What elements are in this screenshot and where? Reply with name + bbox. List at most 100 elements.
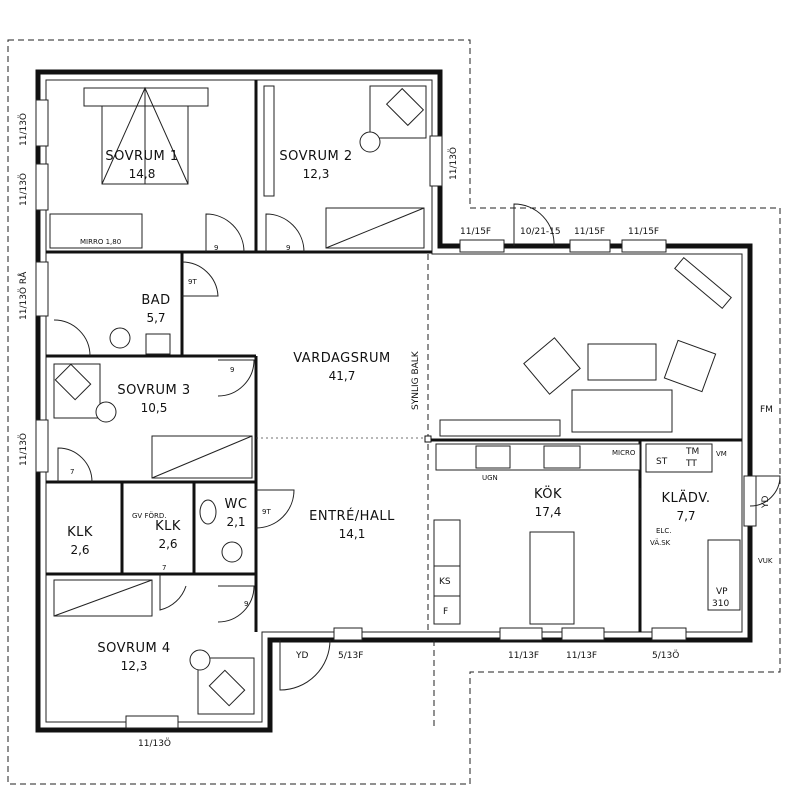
door-s3-closet xyxy=(57,447,93,483)
label-door-wc: 9T xyxy=(262,508,271,516)
sink-bad xyxy=(145,333,171,355)
room-name-klk2: KLK xyxy=(155,519,181,534)
laptop-s3 xyxy=(54,363,92,401)
label-st: ST xyxy=(656,457,668,467)
shelf-s2 xyxy=(263,85,275,197)
window-left-3 xyxy=(35,261,49,317)
wlabel-left-3: 11/13Ö RÅ xyxy=(17,271,29,320)
label-ks: KS xyxy=(439,577,451,587)
coffee-table xyxy=(587,343,657,381)
window-bot-3 xyxy=(651,627,687,641)
shower-bad xyxy=(53,319,91,357)
wlabel-top-2: 10/21-15 xyxy=(520,227,561,237)
sink-wc xyxy=(199,499,217,525)
label-door-s1: 9 xyxy=(214,244,218,252)
window-top-3 xyxy=(569,239,611,253)
room-area-sovrum4: 12,3 xyxy=(121,659,148,673)
label-tm: TM xyxy=(685,447,699,457)
room-area-sovrum2: 12,3 xyxy=(303,167,330,181)
label-yd-right: YD xyxy=(761,496,771,509)
room-name-klk1: KLK xyxy=(67,525,93,540)
pantry xyxy=(433,519,461,567)
wlabel-left-1: 11/13Ö xyxy=(18,113,29,146)
door-kladv xyxy=(749,475,781,507)
chair-s4 xyxy=(189,649,211,671)
room-area-sovrum1: 14,8 xyxy=(129,167,156,181)
armchair-2 xyxy=(663,339,717,393)
exterior-wall xyxy=(35,69,753,733)
room-name-bad: BAD xyxy=(141,293,170,308)
wlabel-bot-s4: 11/13Ö xyxy=(138,738,171,749)
window-bot-2 xyxy=(561,627,605,641)
armchair-1 xyxy=(523,337,581,395)
label-synlig-balk: SYNLIG BALK xyxy=(411,350,421,410)
label-vask: VÄ.SK xyxy=(650,538,671,547)
label-fm: FM xyxy=(760,405,773,415)
label-door-s3-closet: 7 xyxy=(70,468,74,476)
label-ugn: UGN xyxy=(482,474,498,482)
vp-unit xyxy=(707,539,741,611)
room-name-sovrum3: SOVRUM 3 xyxy=(117,383,190,398)
wlabel-left-4: 11/13Ö xyxy=(18,433,29,466)
bed-s4-diag xyxy=(53,579,153,617)
bed-s2-diag xyxy=(325,207,425,249)
label-door-s4: 9 xyxy=(244,600,248,608)
mirror-wardrobe xyxy=(49,213,143,249)
bed-s3-diag xyxy=(151,435,253,479)
label-vuk: VUK xyxy=(758,557,773,565)
wlabel-top-3: 11/15F xyxy=(574,227,605,237)
stove xyxy=(475,445,511,469)
wlabel-top-1: 11/15F xyxy=(460,227,491,237)
room-area-kladv: 7,7 xyxy=(676,509,695,523)
room-area-vardagsrum: 41,7 xyxy=(329,369,356,383)
room-name-kok: KÖK xyxy=(534,485,562,502)
label-vp-num: 310 xyxy=(712,599,729,609)
label-f: F xyxy=(443,607,448,617)
room-name-wc: WC xyxy=(225,497,248,512)
toilet-wc xyxy=(221,541,243,563)
room-name-sovrum4: SOVRUM 4 xyxy=(97,641,170,656)
window-top-1 xyxy=(459,239,505,253)
wlabel-bot-k3: 5/13Ö xyxy=(652,650,679,661)
wlabel-bot-door: 5/13F xyxy=(338,651,363,661)
label-elc: ELC. xyxy=(656,527,671,535)
window-right-yd xyxy=(743,475,757,527)
door-bad xyxy=(181,261,219,297)
chair-s3 xyxy=(95,401,117,423)
window-left-4 xyxy=(35,419,49,473)
window-entry-side xyxy=(333,627,363,641)
door-klk xyxy=(159,574,187,611)
sink-kok xyxy=(543,445,581,469)
wlabel-bot-k1: 11/13F xyxy=(508,651,539,661)
laundry-unit xyxy=(645,443,713,473)
dining-table xyxy=(529,531,575,625)
label-tt: TT xyxy=(685,459,697,469)
door-wc xyxy=(255,489,295,529)
label-vm: VM xyxy=(716,450,727,458)
window-left-1 xyxy=(35,99,49,147)
label-gv-ford: GV FÖRD. xyxy=(132,511,166,520)
label-door-s3: 9 xyxy=(230,366,234,374)
wlabel-bot-k2: 11/13F xyxy=(566,651,597,661)
bedcover-s1 xyxy=(101,86,189,185)
roof-outline xyxy=(7,39,781,785)
wlabel-s2: 11/13Ö xyxy=(448,147,459,180)
room-area-bad: 5,7 xyxy=(146,311,165,325)
window-bot-1 xyxy=(499,627,543,641)
room-area-entre: 14,1 xyxy=(339,527,366,541)
tv-bench xyxy=(674,257,732,309)
sofa xyxy=(571,389,673,433)
room-area-sovrum3: 10,5 xyxy=(141,401,168,415)
chair-s2 xyxy=(359,131,381,153)
label-door-klk: 7 xyxy=(162,564,166,572)
room-area-klk1: 2,6 xyxy=(70,543,89,557)
pillow-s1 xyxy=(83,87,209,107)
window-s2 xyxy=(429,135,443,187)
room-area-kok: 17,4 xyxy=(535,505,562,519)
kitchen-f xyxy=(433,595,461,625)
room-area-klk2: 2,6 xyxy=(158,537,177,551)
label-door-s2: 9 xyxy=(286,244,290,252)
room-name-kladv: KLÄDV. xyxy=(661,490,710,506)
window-bot-s4 xyxy=(125,715,179,729)
